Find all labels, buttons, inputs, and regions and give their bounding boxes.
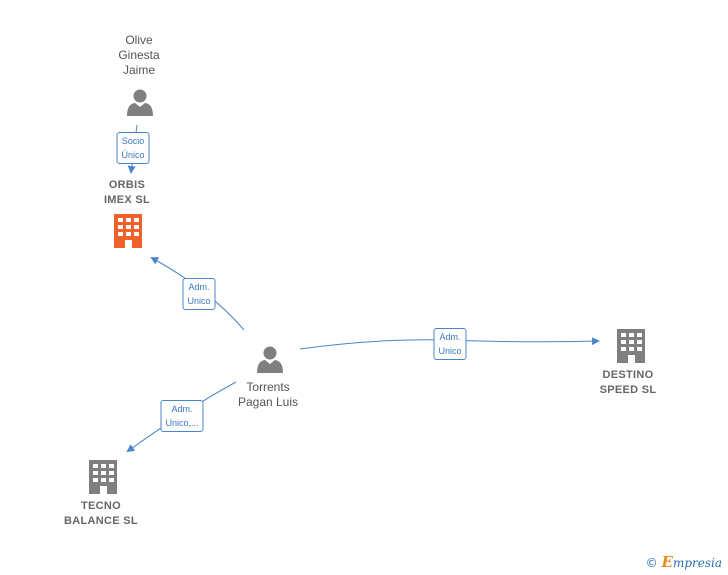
person-icon[interactable]	[257, 346, 283, 374]
brand-watermark: © Empresia	[646, 553, 722, 571]
edge-label-olive-orbis[interactable]: Socio Único	[116, 132, 150, 164]
brand-name: mpresia	[672, 556, 722, 570]
copyright-icon: ©	[645, 556, 658, 570]
node-label-destino[interactable]: DESTINO SPEED SL	[599, 369, 657, 396]
building-icon[interactable]	[617, 329, 645, 363]
edge-label-torrents-destino[interactable]: Adm. Unico	[433, 328, 467, 360]
person-icon[interactable]	[127, 89, 153, 117]
brand-initial: E	[661, 553, 673, 571]
edge-label-torrents-orbis[interactable]: Adm. Unico	[182, 278, 216, 310]
building-icon[interactable]	[114, 214, 142, 248]
node-label-torrents[interactable]: Torrents Pagan Luis	[237, 380, 299, 409]
building-icon[interactable]	[89, 460, 117, 494]
node-label-tecno[interactable]: TECNO BALANCE SL	[64, 500, 138, 527]
node-label-olive[interactable]: Olive Ginesta Jaime	[118, 33, 160, 77]
node-label-orbis[interactable]: ORBIS IMEX SL	[103, 179, 151, 206]
edge-label-torrents-tecno[interactable]: Adm. Unico,...	[160, 400, 204, 432]
